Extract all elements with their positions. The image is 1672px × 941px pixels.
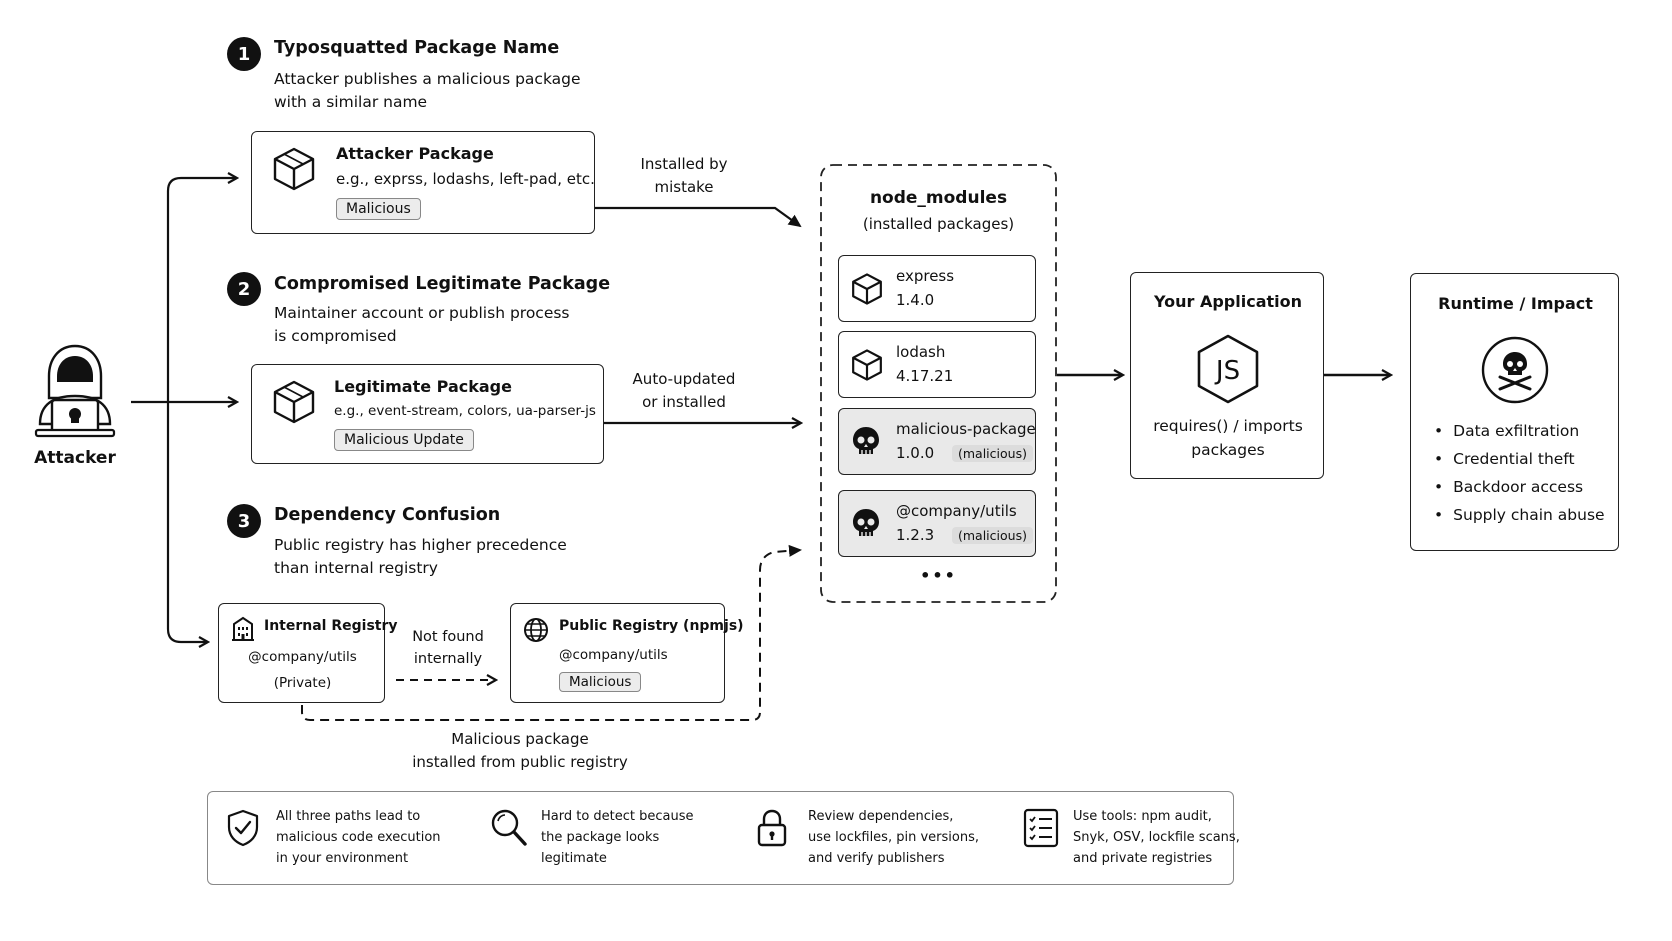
application-line1: requires() / imports [1153, 417, 1303, 435]
public-malicious-badge: Malicious [559, 672, 642, 692]
package-name: malicious-package [896, 420, 1036, 438]
footer-tip-2-line3: legitimate [541, 851, 607, 866]
installed-by-mistake-label-2: mistake [654, 178, 714, 196]
legitimate-package-card: Legitimate Package e.g., event-stream, c… [251, 364, 604, 464]
impact-card: Runtime / Impact Data exfiltration Crede… [1410, 273, 1619, 551]
impact-item: Credential theft [1434, 450, 1574, 468]
not-found-label-2: internally [413, 651, 483, 667]
footer-tip-4-line2: Snyk, OSV, lockfile scans, [1073, 830, 1240, 845]
attacker-package-sub: e.g., exprss, lodashs, left-pad, etc. [336, 170, 595, 188]
package-box-icon [273, 147, 315, 191]
hacker-icon [34, 344, 116, 438]
installed-by-mistake-label-1: Installed by [640, 155, 728, 173]
package-express: express 1.4.0 [838, 255, 1036, 322]
application-title: Your Application [1153, 292, 1302, 311]
impact-item: Supply chain abuse [1434, 506, 1604, 524]
step-2-title: Compromised Legitimate Package [274, 274, 611, 294]
public-install-label-2: installed from public registry [412, 753, 628, 771]
attacker-package-title: Attacker Package [336, 144, 494, 163]
package-name: express [896, 267, 955, 285]
package-version: 4.17.21 [896, 367, 954, 385]
javascript-hexagon-icon: JS [1197, 334, 1259, 404]
legitimate-package-sub: e.g., event-stream, colors, ua-parser-js [334, 403, 596, 419]
malicious-update-badge: Malicious Update [334, 429, 474, 451]
package-version: 1.4.0 [896, 291, 935, 309]
internal-registry-scope: (Private) [273, 675, 332, 691]
node-modules-subtitle: (installed packages) [862, 215, 1015, 233]
footer-tip-1-line1: All three paths lead to [276, 809, 421, 824]
application-line2: packages [1191, 441, 1265, 459]
public-install-label-1: Malicious package [451, 730, 589, 748]
step-1-number: 1 [227, 37, 261, 71]
package-name: lodash [896, 343, 946, 361]
public-registry-card: Public Registry (npmjs) @company/utils M… [510, 603, 744, 703]
malicious-badge: Malicious [336, 198, 421, 220]
footer-tip-4-line1: Use tools: npm audit, [1073, 809, 1212, 824]
legitimate-package-title: Legitimate Package [334, 377, 512, 396]
building-icon [232, 616, 254, 641]
step-3-desc-line1: Public registry has higher precedence [274, 536, 567, 554]
step-1-desc-line2: with a similar name [274, 93, 428, 111]
public-registry-title: Public Registry (npmjs) [559, 618, 744, 634]
attacker-package-card: Attacker Package e.g., exprss, lodashs, … [251, 131, 595, 234]
footer-tip-3-line1: Review dependencies, [808, 809, 954, 824]
installed-by-mistake-arrow [595, 206, 802, 228]
internal-registry-card: Internal Registry @company/utils (Privat… [218, 603, 398, 703]
internal-registry-title: Internal Registry [264, 618, 398, 634]
package-company-utils: @company/utils 1.2.3 (malicious) [838, 490, 1036, 557]
footer-tip-2-line2: the package looks [541, 830, 660, 845]
step-3-number: 3 [227, 504, 261, 538]
public-registry-package: @company/utils [559, 647, 668, 663]
malicious-tag: (malicious) [952, 445, 1033, 462]
package-lodash: lodash 4.17.21 [838, 331, 1036, 398]
auto-updated-label-2: or installed [642, 393, 726, 411]
impact-title: Runtime / Impact [1438, 294, 1593, 313]
package-box-icon [273, 380, 315, 424]
attacker: Attacker [30, 342, 120, 472]
package-name: @company/utils [896, 502, 1017, 520]
not-found-label-1: Not found [412, 629, 484, 645]
node-modules-container [820, 164, 1057, 603]
step-3-desc-line2: than internal registry [274, 559, 438, 577]
footer-tip-3-line3: and verify publishers [808, 851, 945, 866]
svg-text:JS: JS [1214, 356, 1240, 386]
attacker-label: Attacker [34, 448, 116, 468]
skull-icon [853, 509, 879, 536]
step-2-desc-line1: Maintainer account or publish process [274, 304, 570, 322]
footer-tip-3-line2: use lockfiles, pin versions, [808, 830, 979, 845]
internal-registry-package: @company/utils [248, 649, 357, 665]
footer-tip-1-line2: malicious code execution [276, 830, 441, 845]
public-install-dashed-path [301, 544, 802, 721]
package-box-icon [852, 273, 882, 305]
node-modules-title: node_modules [869, 188, 1008, 208]
step-3-title: Dependency Confusion [274, 505, 501, 525]
impact-item: Data exfiltration [1434, 422, 1579, 440]
globe-icon [524, 618, 548, 642]
impact-item: Backdoor access [1434, 478, 1583, 496]
skull-crossbones-icon [1481, 336, 1549, 404]
malicious-tag: (malicious) [952, 527, 1033, 544]
application-card: Your Application JS requires() / imports… [1130, 272, 1324, 479]
footer-panel [207, 791, 1234, 885]
padlock-icon [757, 809, 787, 847]
magnifier-icon [491, 809, 527, 846]
package-version: 1.0.0 [896, 444, 935, 462]
package-box-icon [852, 349, 882, 381]
checklist-icon [1023, 808, 1059, 848]
attacker-fanout-arrows [131, 178, 236, 642]
more-packages-ellipsis: ••• [920, 566, 957, 585]
package-malicious-package: malicious-package 1.0.0 (malicious) [838, 408, 1036, 475]
footer-tip-1-line3: in your environment [276, 851, 409, 866]
auto-updated-label-1: Auto-updated [632, 370, 736, 388]
footer-tip-4-line3: and private registries [1073, 851, 1213, 866]
step-1-desc-line1: Attacker publishes a malicious package [274, 70, 581, 88]
skull-icon [853, 427, 879, 454]
shield-check-icon [227, 809, 259, 847]
package-version: 1.2.3 [896, 526, 935, 544]
step-2-desc-line2: is compromised [274, 327, 397, 345]
step-2-number: 2 [227, 272, 261, 306]
step-1-title: Typosquatted Package Name [274, 38, 560, 58]
footer-tip-2-line1: Hard to detect because [541, 809, 694, 824]
